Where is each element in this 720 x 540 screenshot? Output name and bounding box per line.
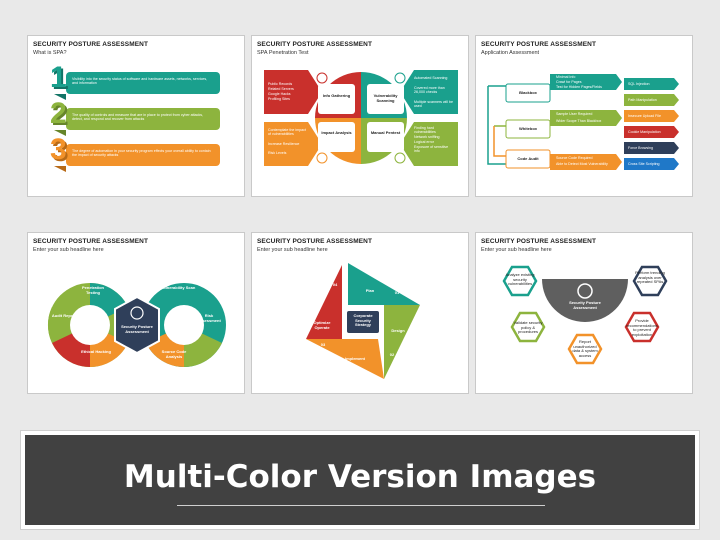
center-label: Security Posture Assessment (569, 300, 601, 310)
hexagon-report: Report unauthorized data & system access (572, 339, 598, 358)
item-text-1: Visibility into the security status of s… (72, 77, 208, 86)
quadrant-info-gathering: Info Gathering (322, 93, 351, 98)
slide-thumbnail-2[interactable]: SECURITY POSTURE ASSESSMENT SPA Penetrat… (251, 35, 469, 197)
slide-subtitle: SPA Penetration Test (257, 50, 309, 56)
step-label-implement: Implement (344, 356, 365, 361)
banner-divider (177, 505, 545, 506)
slide-title: SECURITY POSTURE ASSESSMENT (257, 41, 373, 48)
center-label: Corporate Security Strategy (353, 313, 373, 328)
list-item: Finding hard vulnerabilities (414, 126, 436, 135)
category-code-audit: Code Audit (517, 156, 539, 161)
codeaudit-point: Source Code Required (556, 156, 593, 160)
step-code-04: 04 (332, 282, 338, 287)
slide-title: SECURITY POSTURE ASSESSMENT (33, 238, 149, 245)
hexagon-analyze: Analyze existing security vulnerabilitie… (505, 272, 535, 287)
penetration-test-graphic (264, 70, 458, 166)
test-insecure-upload: Insecure Upload File (628, 114, 661, 118)
number-two: 2 (50, 97, 67, 130)
segment-risk-assessment: Risk Assessment (197, 313, 221, 323)
list-item: Google Hacks (268, 92, 291, 96)
test-force-browsing: Force Browsing (628, 146, 653, 150)
slide-thumbnail-6[interactable]: SECURITY POSTURE ASSESSMENT Enter your s… (475, 232, 693, 394)
list-item: Covered more than 26,000 checks (414, 86, 445, 95)
step-label-plan: Plan (365, 288, 375, 293)
slide-thumbnail-4[interactable]: SECURITY POSTURE ASSESSMENT Enter your s… (27, 232, 245, 394)
test-cross-site-scripting: Cross Site Scripting (628, 162, 660, 166)
slide-title: SECURITY POSTURE ASSESSMENT (481, 41, 597, 48)
segment-vulnerability-scan: Vulnerability Scan (160, 285, 196, 290)
step-code-01: 01 (394, 290, 400, 295)
slide-title: SECURITY POSTURE ASSESSMENT (257, 238, 373, 245)
step-code-03: 03 (320, 342, 326, 347)
slide-title: SECURITY POSTURE ASSESSMENT (481, 238, 597, 245)
application-assessment-graphic (487, 74, 679, 170)
item-text-2: The quality of controls and measure that… (72, 113, 204, 122)
list-item: Multiple scanners will be used (414, 100, 453, 109)
list-item: Public Records (268, 82, 293, 86)
slide-subtitle: Enter your sub headline here (257, 247, 328, 253)
category-whitebox: Whitebox (519, 126, 537, 131)
segment-ethical-hacking: Ethical Hacking (81, 349, 111, 354)
list-item: Contemplate the impact of vulnerabilitie… (268, 128, 306, 137)
segment-source-code-analysis: Source Code Analysis (161, 349, 187, 359)
list-item: Risk Levels (268, 151, 287, 155)
segment-audit-report: Audit Report (51, 313, 77, 318)
slide-thumbnail-1[interactable]: SECURITY POSTURE ASSESSMENT What is SPA?… (27, 35, 245, 197)
test-cookie-manipulation: Cookie Manipulation (628, 130, 661, 134)
hexagon-trending: Perform trending analysis over repeated … (635, 270, 665, 285)
step-label-optimize: Optimize Operate (313, 320, 331, 330)
banner-title: Multi-Color Version Images (123, 459, 597, 495)
slide-subtitle: Enter your sub headline here (481, 247, 552, 253)
blackbox-point: Minimal Info (556, 75, 576, 79)
slide-title: SECURITY POSTURE ASSESSMENT (33, 41, 149, 48)
item-text-3: The degree of automation in your securit… (72, 149, 211, 158)
number-three: 3 (50, 133, 67, 166)
slide-subtitle: Enter your sub headline here (33, 247, 104, 253)
segment-penetration-testing: Penetration Testing (81, 285, 104, 295)
list-item: Exposure of sensitive info (414, 145, 449, 154)
test-sql-injection: SQL Injection (628, 82, 650, 86)
step-label-design: Design (391, 328, 405, 333)
whitebox-point: Sample User Required (556, 112, 593, 116)
quadrant-impact-analysis: Impact Analysis (321, 130, 352, 135)
list-item: Logical error (414, 140, 434, 144)
hexagon-diagram-graphic (502, 265, 668, 365)
test-path-manipulation: Path Manipulation (628, 98, 657, 102)
list-item: Related Servers (268, 87, 294, 91)
category-blackbox: Blackbox (519, 90, 537, 95)
list-item: Network sniffing (414, 135, 440, 139)
blackbox-point: Test for Hidden Pages/Fields (556, 85, 602, 89)
list-item: Automated Scanning (414, 76, 448, 80)
pinwheel-triangle-graphic (306, 263, 420, 379)
slide-subtitle: Application Assessment (481, 50, 540, 56)
blackbox-point: Crawl for Pages (556, 80, 582, 84)
list-item: Profiling Sites (268, 97, 290, 101)
slide-thumbnail-5[interactable]: SECURITY POSTURE ASSESSMENT Enter your s… (251, 232, 469, 394)
codeaudit-point: Able to Detect Most Vulnerability (556, 162, 608, 166)
quadrant-manual-pentest: Manual Pentest (370, 130, 401, 135)
step-code-02: 02 (389, 352, 395, 357)
slide-thumbnail-3[interactable]: SECURITY POSTURE ASSESSMENT Application … (475, 35, 693, 197)
banner: Multi-Color Version Images (20, 430, 700, 530)
hexagon-validate: Validate security policy & procedures (513, 320, 543, 335)
slide-subtitle: What is SPA? (33, 50, 67, 56)
banner-panel: Multi-Color Version Images (25, 435, 695, 525)
quadrant-vulnerability-scanning: Vulnerability Scanning (373, 93, 398, 103)
infinity-loop-graphic (47, 282, 226, 368)
center-label: Security Posture Assessment (121, 324, 153, 334)
number-one: 1 (50, 61, 67, 94)
whitebox-point: Wider Scope Than Blackbox (556, 119, 602, 123)
numbered-list-graphic (54, 72, 220, 172)
hexagon-recommendations: Provide recommendations to prevent explo… (626, 318, 658, 337)
list-item: Increase Resilience (268, 142, 300, 146)
